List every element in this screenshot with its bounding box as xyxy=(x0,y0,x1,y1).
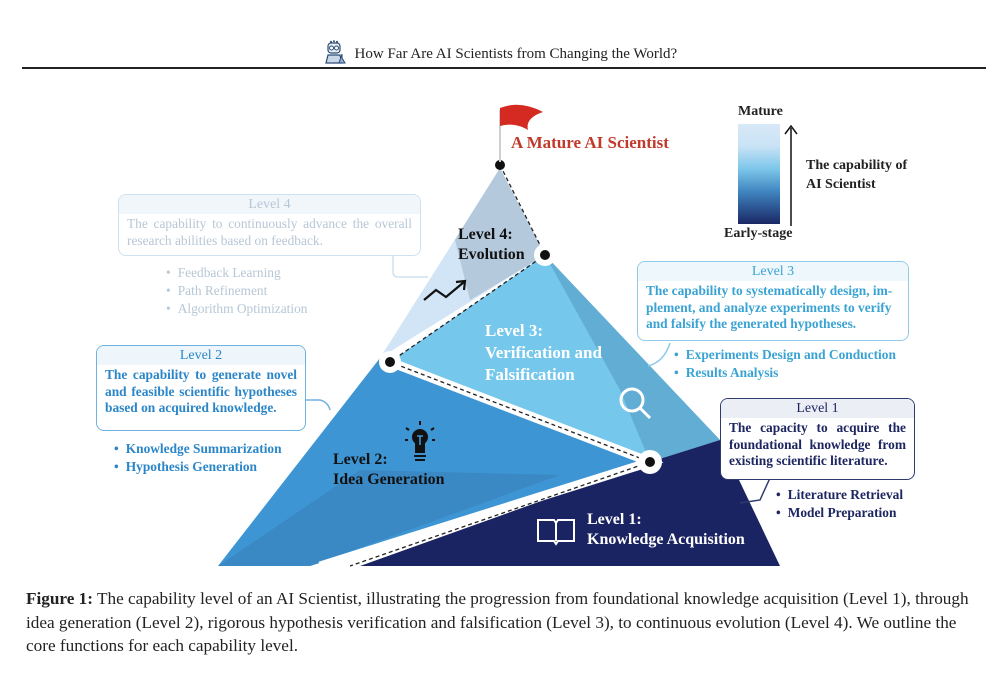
level-1-label-line2: Knowledge Acquisition xyxy=(587,531,745,548)
legend-axis-label: The capability of AI Scientist xyxy=(806,156,907,194)
callout-level-3: Level 3 The capability to systematically… xyxy=(637,261,909,341)
magnifier-icon xyxy=(619,387,652,420)
bullet-item: Hypothesis Generation xyxy=(114,458,282,476)
level-3-label-line2: Verification and xyxy=(485,343,602,362)
caption-label: Figure 1: xyxy=(26,589,93,608)
callout-level-3-body: The capability to systematically design,… xyxy=(646,283,893,331)
bullet-item: Experiments Design and Conduction xyxy=(674,346,896,364)
callout-level-3-header: Level 3 xyxy=(638,262,908,281)
bullets-level-2: Knowledge Summarization Hypothesis Gener… xyxy=(114,440,282,476)
running-header: How Far Are AI Scientists from Changing … xyxy=(0,40,1000,66)
callout-level-4: Level 4 The capability to continuously a… xyxy=(118,194,421,256)
caption-text: The capability level of an AI Scientist,… xyxy=(26,589,969,655)
peak-label: A Mature AI Scientist xyxy=(511,133,669,152)
level-1-label: Level 1: Knowledge Acquisition xyxy=(587,510,745,550)
figure-caption: Figure 1: The capability level of an AI … xyxy=(26,587,988,658)
trend-arrow-icon xyxy=(423,279,467,301)
legend-arrowhead xyxy=(784,124,798,135)
pyramid-level-2-shade xyxy=(218,470,560,566)
level-3-label-line3: Falsification xyxy=(485,365,575,384)
callout-level-1-body: The capacity to acquire the foundational… xyxy=(729,420,906,468)
legend-top-label: Mature xyxy=(738,104,783,119)
callout-level-4-header: Level 4 xyxy=(119,195,420,214)
legend-axis-label-line2: AI Scientist xyxy=(806,177,876,192)
bullet-item: Results Analysis xyxy=(674,364,896,382)
callout-level-1-header: Level 1 xyxy=(721,399,914,418)
connector-level-3 xyxy=(647,342,671,367)
level-2-label: Level 2: Idea Generation xyxy=(333,450,445,490)
lightbulb-icon xyxy=(405,421,435,461)
level-3-label-line1: Level 3: xyxy=(485,321,544,340)
legend-axis-label-line1: The capability of xyxy=(806,158,908,173)
bullet-item: Literature Retrieval xyxy=(776,486,903,504)
header-title: How Far Are AI Scientists from Changing … xyxy=(354,46,678,62)
callout-level-2-header: Level 2 xyxy=(97,346,305,365)
level-2-label-line2: Idea Generation xyxy=(333,471,445,488)
level-1-label-line1: Level 1: xyxy=(587,511,642,528)
level-2-label-line1: Level 2: xyxy=(333,451,388,468)
flag-icon xyxy=(500,104,543,130)
bullet-item: Algorithm Optimization xyxy=(166,300,308,318)
connector-level-1 xyxy=(739,477,771,504)
level-4-label-line1: Level 4: xyxy=(458,226,513,243)
bullet-item: Knowledge Summarization xyxy=(114,440,282,458)
callout-level-4-body: The capability to continuously advance t… xyxy=(127,216,412,248)
legend-bottom-label: Early-stage xyxy=(724,226,793,241)
callout-level-2-body: The capability to generate novel and fea… xyxy=(105,367,297,415)
bullets-level-3: Experiments Design and Conduction Result… xyxy=(674,346,896,382)
bullet-item: Path Refinement xyxy=(166,282,308,300)
bullet-item: Model Preparation xyxy=(776,504,903,522)
pyramid-level-4-shade xyxy=(455,168,545,300)
bullet-item: Feedback Learning xyxy=(166,264,308,282)
callout-level-2: Level 2 The capability to generate novel… xyxy=(96,345,306,431)
book-icon xyxy=(537,519,575,546)
connector-level-4 xyxy=(392,255,428,278)
scientist-robot-icon xyxy=(325,40,346,64)
bullets-level-1: Literature Retrieval Model Preparation xyxy=(776,486,903,522)
level-3-label: Level 3: Verification and Falsification xyxy=(485,320,602,386)
pyramid-level-3-shade xyxy=(545,255,720,462)
milestone-node-3-dot xyxy=(385,357,395,367)
legend-gradient-bar xyxy=(738,124,780,224)
bullets-level-4: Feedback Learning Path Refinement Algori… xyxy=(166,264,308,318)
milestone-node-4-dot xyxy=(540,250,550,260)
level-4-label-line2: Evolution xyxy=(458,246,525,263)
header-rule xyxy=(22,67,986,69)
connector-level-2 xyxy=(305,399,331,411)
pyramid-level-1 xyxy=(360,440,780,566)
callout-level-1: Level 1 The capacity to acquire the foun… xyxy=(720,398,915,480)
level-4-label: Level 4: Evolution xyxy=(458,225,525,265)
peak-node xyxy=(495,160,505,170)
milestone-node-2-dot xyxy=(645,457,655,467)
